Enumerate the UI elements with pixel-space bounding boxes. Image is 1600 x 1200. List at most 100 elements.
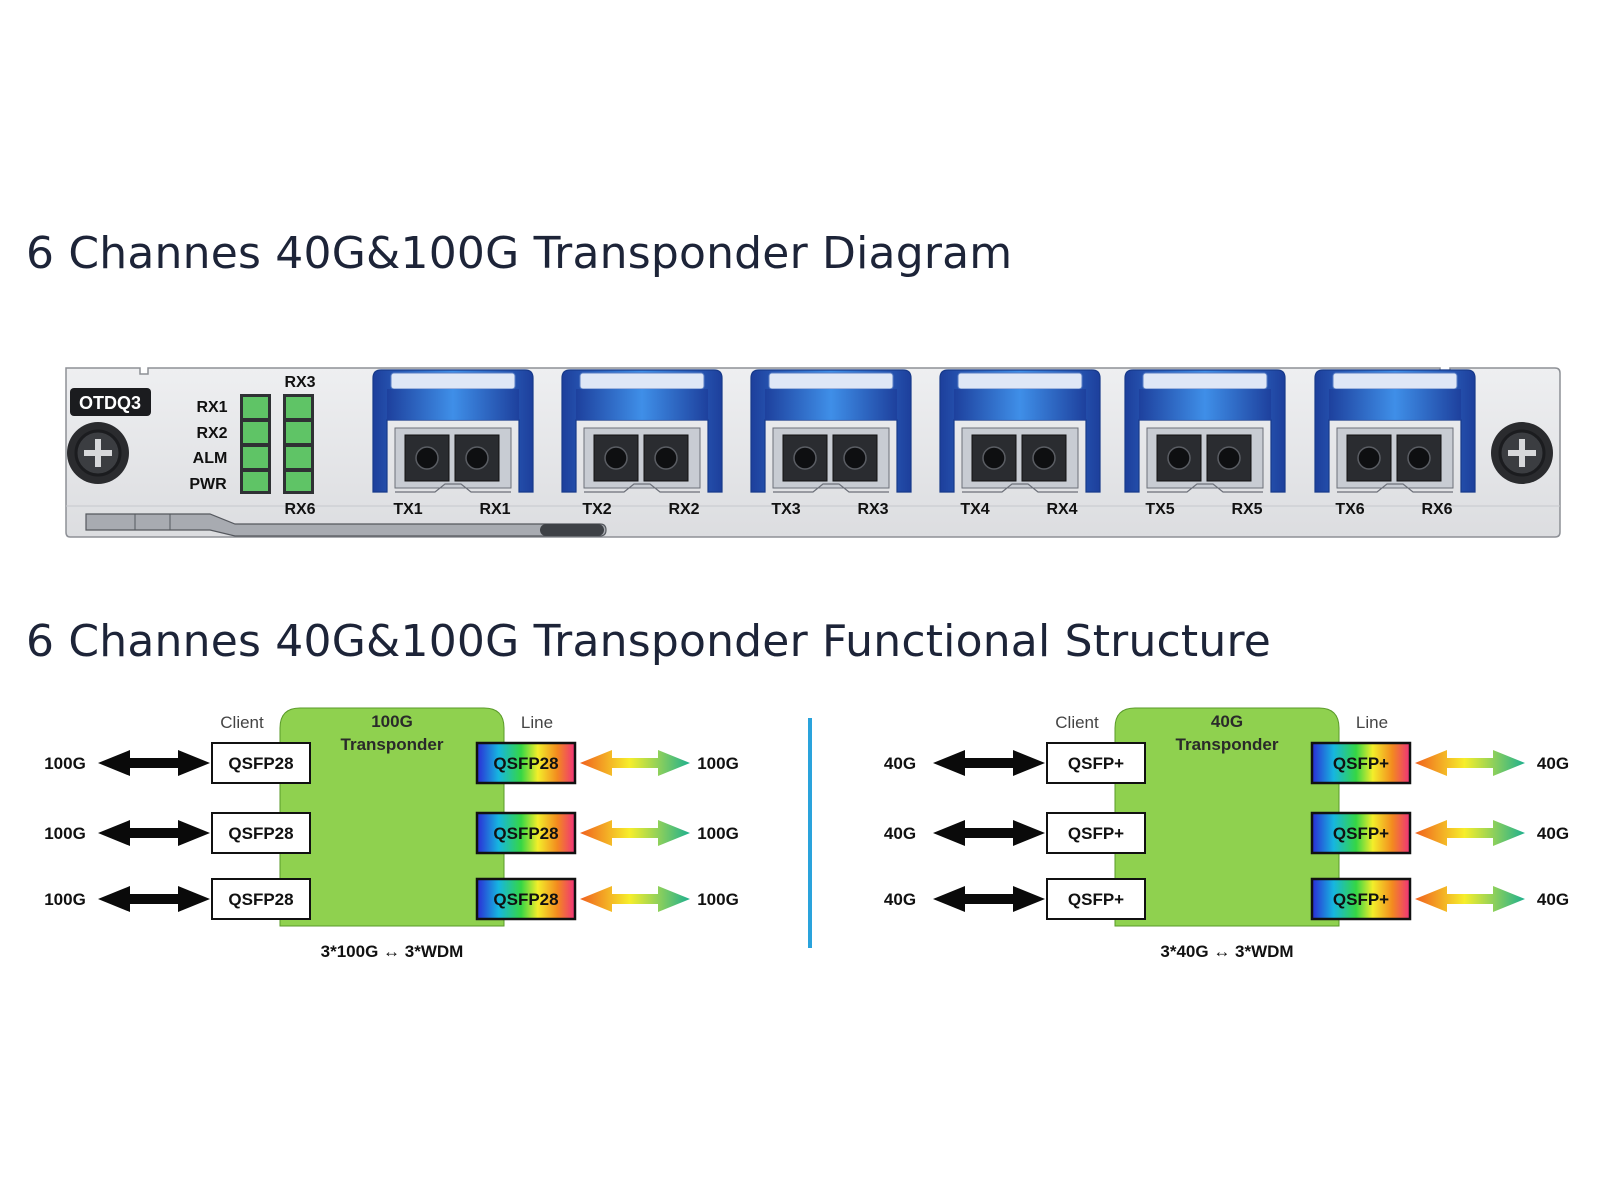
client-module-label: QSFP+ bbox=[1068, 824, 1124, 843]
led-label-rx1: RX1 bbox=[196, 399, 227, 416]
port-rx-label: RX5 bbox=[1231, 501, 1262, 518]
line-module-label: QSFP+ bbox=[1333, 890, 1389, 909]
transponder-subtitle: Transponder bbox=[341, 735, 444, 754]
port-4[interactable] bbox=[939, 369, 1101, 493]
port-latch bbox=[1142, 372, 1268, 390]
transponder-title: 40G bbox=[1211, 712, 1243, 731]
model-label: OTDQ3 bbox=[79, 393, 141, 413]
client-module bbox=[211, 878, 311, 920]
port-latch bbox=[579, 372, 705, 390]
wdm-double-arrow bbox=[1415, 750, 1525, 776]
led-label-pwr: PWR bbox=[189, 476, 227, 493]
line-module-label: QSFP+ bbox=[1333, 754, 1389, 773]
transponder-title: 100G bbox=[371, 712, 413, 731]
client-rate-label: 100G bbox=[44, 754, 86, 773]
client-module bbox=[1046, 742, 1146, 784]
port-3[interactable] bbox=[750, 369, 912, 493]
client-double-arrow bbox=[98, 820, 210, 846]
client-rate-label: 40G bbox=[884, 890, 916, 909]
left-screw-icon[interactable] bbox=[67, 422, 129, 484]
line-rate-label: 100G bbox=[697, 890, 739, 909]
structure-caption: 3*40G ↔ 3*WDM bbox=[1160, 942, 1293, 961]
led-rx1 bbox=[243, 397, 268, 418]
client-module bbox=[1046, 812, 1146, 854]
line-module-label: QSFP28 bbox=[493, 824, 558, 843]
client-module bbox=[211, 742, 311, 784]
client-module-label: QSFP+ bbox=[1068, 754, 1124, 773]
line-module bbox=[475, 877, 577, 921]
port-2[interactable] bbox=[561, 369, 723, 493]
client-double-arrow bbox=[98, 886, 210, 912]
line-rate-label: 100G bbox=[697, 824, 739, 843]
line-module-label: QSFP28 bbox=[493, 890, 558, 909]
line-label: Line bbox=[1356, 713, 1388, 732]
line-rate-label: 100G bbox=[697, 754, 739, 773]
port-latch bbox=[768, 372, 894, 390]
led-label-bottom: RX6 bbox=[284, 501, 315, 518]
port-tx-label: TX4 bbox=[960, 501, 989, 518]
port-1[interactable] bbox=[372, 369, 534, 493]
transponder-box bbox=[279, 707, 505, 927]
port-latch bbox=[390, 372, 516, 390]
led-rx5 bbox=[286, 447, 311, 468]
client-label: Client bbox=[1055, 713, 1099, 732]
transponder-subtitle: Transponder bbox=[1176, 735, 1279, 754]
port-tx-label: TX5 bbox=[1145, 501, 1174, 518]
port-tx-label: TX1 bbox=[393, 501, 422, 518]
port-6[interactable] bbox=[1314, 369, 1476, 493]
client-module bbox=[1046, 878, 1146, 920]
transponder-box bbox=[1114, 707, 1340, 927]
port-tx-label: TX6 bbox=[1335, 501, 1364, 518]
line-module bbox=[475, 811, 577, 855]
port-rx-label: RX3 bbox=[857, 501, 888, 518]
led-rx6 bbox=[286, 472, 311, 491]
right-screw-icon[interactable] bbox=[1491, 422, 1553, 484]
port-tx-label: TX3 bbox=[771, 501, 800, 518]
client-label: Client bbox=[220, 713, 264, 732]
line-module bbox=[1310, 811, 1412, 855]
client-double-arrow bbox=[933, 820, 1045, 846]
client-double-arrow bbox=[933, 750, 1045, 776]
line-rate-label: 40G bbox=[1537, 890, 1569, 909]
line-label: Line bbox=[521, 713, 553, 732]
line-module bbox=[1310, 741, 1412, 785]
client-rate-label: 40G bbox=[884, 754, 916, 773]
wdm-double-arrow bbox=[1415, 820, 1525, 846]
structure-title: 6 Channes 40G&100G Transponder Functiona… bbox=[26, 616, 1272, 667]
led-label-alm: ALM bbox=[193, 450, 228, 467]
wdm-double-arrow bbox=[580, 750, 690, 776]
led-indicators: RX1 RX2 ALM PWR RX3 RX6 bbox=[189, 374, 315, 518]
client-rate-label: 100G bbox=[44, 824, 86, 843]
client-module-label: QSFP28 bbox=[228, 824, 293, 843]
port-rx-label: RX6 bbox=[1421, 501, 1452, 518]
port-rx-label: RX1 bbox=[479, 501, 510, 518]
line-rate-label: 40G bbox=[1537, 754, 1569, 773]
line-module-label: QSFP28 bbox=[493, 754, 558, 773]
client-module-label: QSFP28 bbox=[228, 754, 293, 773]
port-latch bbox=[957, 372, 1083, 390]
client-rate-label: 40G bbox=[884, 824, 916, 843]
port-latch bbox=[1332, 372, 1458, 390]
wdm-double-arrow bbox=[580, 820, 690, 846]
client-module-label: QSFP+ bbox=[1068, 890, 1124, 909]
port-tx-label: TX2 bbox=[582, 501, 611, 518]
wdm-double-arrow bbox=[1415, 886, 1525, 912]
port-rx-label: RX4 bbox=[1046, 501, 1077, 518]
structure-40g: 40G Transponder Client Line 40G QSFP+ QSFP+ 40G… bbox=[884, 707, 1569, 961]
led-pwr bbox=[243, 472, 268, 491]
client-module bbox=[211, 812, 311, 854]
ejector-lever[interactable] bbox=[85, 513, 607, 537]
model-badge: OTDQ3 bbox=[70, 388, 151, 416]
line-rate-label: 40G bbox=[1537, 824, 1569, 843]
led-rx2 bbox=[243, 422, 268, 443]
port-5[interactable] bbox=[1124, 369, 1286, 493]
led-label-rx2: RX2 bbox=[196, 425, 227, 442]
client-double-arrow bbox=[933, 886, 1045, 912]
structure-caption: 3*100G ↔ 3*WDM bbox=[321, 942, 464, 961]
client-double-arrow bbox=[98, 750, 210, 776]
line-module bbox=[475, 741, 577, 785]
diagram-title: 6 Channes 40G&100G Transponder Diagram bbox=[26, 228, 1013, 279]
